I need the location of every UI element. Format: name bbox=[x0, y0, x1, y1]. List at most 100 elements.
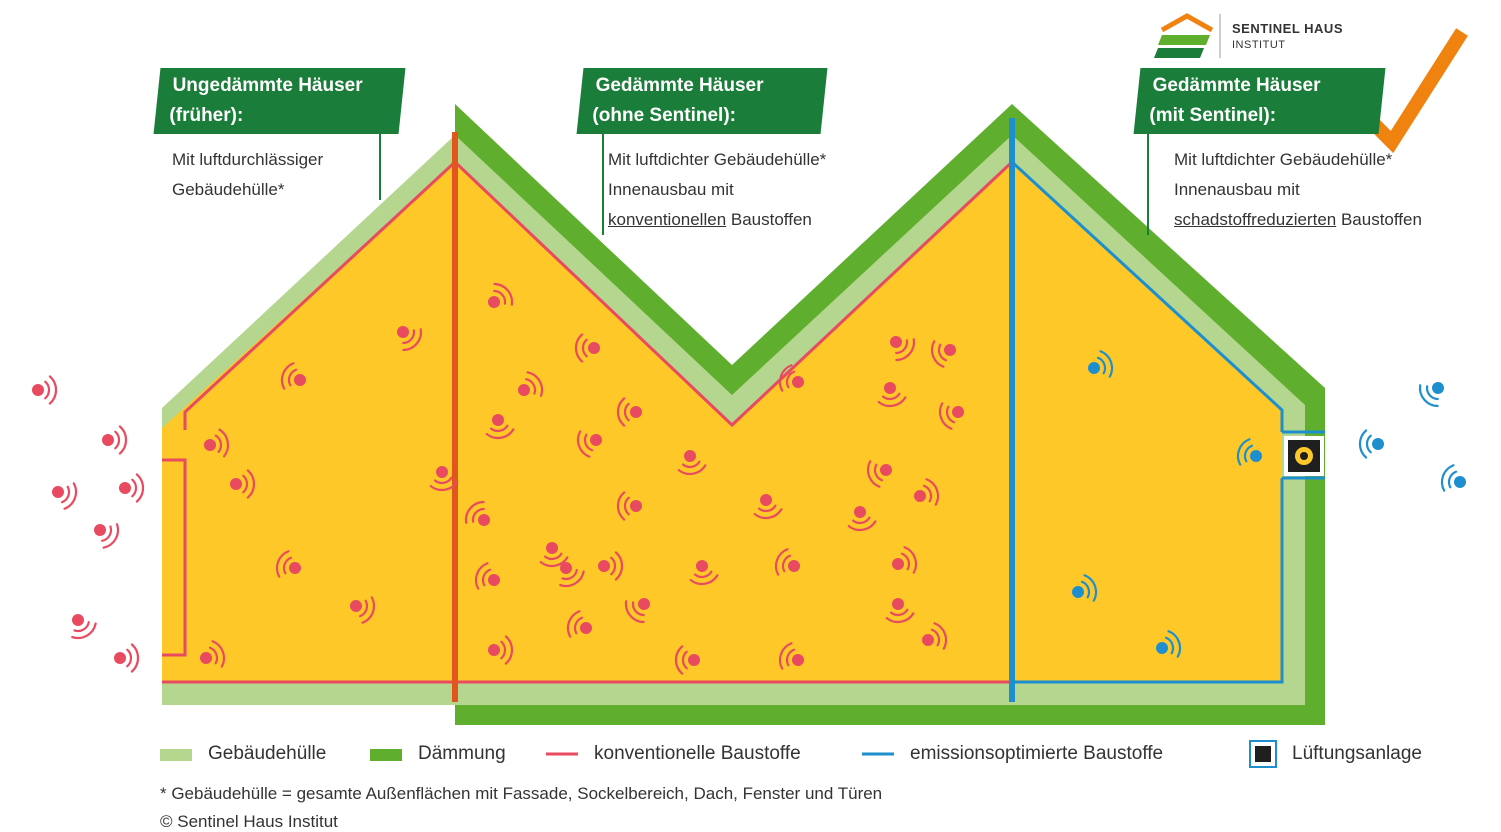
emission-wave-icon bbox=[1236, 438, 1262, 466]
desc-underlined: konventionellen bbox=[608, 210, 727, 229]
legend-optimized: emissionsoptimierte Baustoffe bbox=[910, 741, 1163, 767]
emission-wave-icon bbox=[474, 562, 500, 590]
house-title-insulated-without: Gedämmte Häuser (ohne Sentinel): bbox=[576, 68, 828, 134]
emission-wave-icon bbox=[114, 643, 140, 673]
desc-line1: Mit luftdichter Gebäudehülle* bbox=[608, 150, 827, 169]
optimized-line-right-bottom bbox=[1012, 478, 1284, 684]
emission-wave-icon bbox=[598, 551, 624, 581]
conventional-line-middle bbox=[453, 160, 1014, 428]
emission-wave-icon bbox=[885, 598, 915, 624]
desc-line1: Mit luftdichter Gebäudehülle* bbox=[1174, 150, 1393, 169]
emission-wave-icon bbox=[1440, 464, 1466, 492]
emission-wave-icon bbox=[1088, 350, 1114, 378]
emission-wave-icon bbox=[892, 546, 918, 574]
desc-line3: konventionellen Baustoffen bbox=[608, 205, 826, 235]
house-title-line2: (mit Sentinel): bbox=[1149, 105, 1277, 126]
sentinel-logo-text: SENTINEL HAUS INSTITUT bbox=[1232, 20, 1343, 54]
desc-rest: Baustoffen bbox=[726, 210, 812, 229]
legend-swatch-envelope bbox=[160, 749, 192, 761]
emission-wave-icon bbox=[102, 425, 128, 455]
emission-wave-icon bbox=[1358, 429, 1384, 459]
emission-wave-icon bbox=[616, 397, 642, 427]
emission-wave-icon bbox=[938, 402, 964, 430]
emission-wave-icon bbox=[566, 610, 592, 638]
sentinel-logo-icon bbox=[1154, 13, 1221, 58]
house-title-insulated-with: Gedämmte Häuser (mit Sentinel): bbox=[1133, 68, 1386, 134]
footnote: * Gebäudehülle = gesamte Außenflächen mi… bbox=[160, 784, 883, 803]
emission-wave-icon bbox=[774, 548, 800, 576]
copyright: © Sentinel Haus Institut bbox=[160, 812, 338, 831]
emission-wave-icon bbox=[616, 491, 642, 521]
legend-ventilation: Lüftungsanlage bbox=[1292, 741, 1422, 767]
legend-label: konventionelle Baustoffe bbox=[594, 743, 801, 764]
conventional-line-left bbox=[183, 160, 457, 430]
emission-wave-icon bbox=[574, 333, 600, 363]
emission-wave-icon bbox=[52, 482, 78, 510]
interior-fill bbox=[162, 162, 1282, 682]
emission-wave-icon bbox=[930, 340, 956, 368]
emission-wave-icon bbox=[677, 450, 707, 476]
emission-wave-icon bbox=[280, 362, 306, 390]
house-title-line2: (früher): bbox=[169, 105, 244, 126]
emission-wave-icon bbox=[877, 382, 907, 408]
logo-line2: INSTITUT bbox=[1232, 39, 1286, 51]
emission-wave-icon bbox=[753, 494, 783, 520]
emission-wave-icon bbox=[778, 642, 804, 670]
optimized-line-right bbox=[1010, 160, 1284, 432]
legend-swatch-ventilation-icon bbox=[1249, 740, 1277, 768]
legend-label: Lüftungsanlage bbox=[1292, 743, 1422, 764]
emission-wave-icon bbox=[397, 326, 423, 352]
emission-wave-icon bbox=[559, 562, 585, 588]
logo-line1: SENTINEL HAUS bbox=[1232, 21, 1343, 36]
ventilation-unit-icon bbox=[1284, 436, 1324, 476]
emission-wave-icon bbox=[200, 640, 226, 668]
legend-insulation: Dämmung bbox=[418, 741, 506, 767]
emission-wave-icon bbox=[94, 523, 120, 549]
emission-wave-icon bbox=[350, 596, 376, 624]
legend-conventional: konventionelle Baustoffe bbox=[594, 741, 801, 767]
emission-wave-icon bbox=[488, 635, 514, 665]
desc-line2: Gebäudehülle* bbox=[172, 180, 285, 199]
emission-wave-icon bbox=[778, 364, 804, 392]
emission-wave-icon bbox=[847, 506, 877, 532]
house-title-line1: Ungedämmte Häuser bbox=[172, 75, 363, 96]
emission-wave-icon bbox=[624, 598, 650, 624]
house-desc-unisolated: Mit luftdurchlässiger Gebäudehülle* bbox=[172, 145, 323, 205]
emission-wave-icon bbox=[689, 560, 719, 586]
emission-wave-icon bbox=[429, 466, 459, 492]
legend-envelope: Gebäudehülle bbox=[208, 741, 326, 767]
legend-label: Dämmung bbox=[418, 743, 506, 764]
legend-label: Gebäudehülle bbox=[208, 743, 327, 764]
desc-rest: Baustoffen bbox=[1336, 210, 1422, 229]
legend-label: emissionsoptimierte Baustoffe bbox=[910, 743, 1164, 764]
house-desc-insulated-with: Mit luftdichter Gebäudehülle* Innenausba… bbox=[1174, 145, 1422, 235]
legend-swatch-insulation bbox=[370, 749, 402, 761]
house-desc-insulated-without: Mit luftdichter Gebäudehülle* Innenausba… bbox=[608, 145, 826, 235]
house-title-line1: Gedämmte Häuser bbox=[1152, 75, 1321, 96]
emission-wave-icon bbox=[464, 500, 490, 526]
emission-wave-icon bbox=[485, 414, 515, 440]
desc-line2: Innenausbau mit bbox=[608, 180, 734, 199]
desc-underlined: schadstoffreduzierten bbox=[1174, 210, 1337, 229]
emission-wave-icon bbox=[576, 430, 602, 458]
emission-wave-icon bbox=[1072, 574, 1098, 602]
emission-wave-icon bbox=[32, 375, 58, 405]
emission-wave-icon bbox=[119, 473, 145, 503]
emission-wave-icon bbox=[914, 478, 940, 506]
house-title-line1: Gedämmte Häuser bbox=[595, 75, 764, 96]
emission-wave-icon bbox=[866, 460, 892, 488]
emission-wave-icon bbox=[539, 542, 569, 568]
house-title-line2: (ohne Sentinel): bbox=[592, 105, 736, 126]
emission-wave-icon bbox=[922, 622, 948, 650]
conventional-line-left-wall bbox=[162, 458, 187, 657]
emission-wave-icon bbox=[204, 428, 230, 458]
emission-wave-icon bbox=[71, 614, 97, 640]
emission-wave-icon bbox=[488, 282, 514, 308]
emission-wave-icon bbox=[275, 550, 301, 578]
emission-wave-icon bbox=[674, 645, 700, 675]
house-title-unisolated: Ungedämmte Häuser (früher): bbox=[153, 68, 406, 134]
emission-wave-icon bbox=[890, 336, 916, 362]
desc-line3: schadstoffreduzierten Baustoffen bbox=[1174, 205, 1422, 235]
emission-wave-icon bbox=[1418, 382, 1444, 408]
